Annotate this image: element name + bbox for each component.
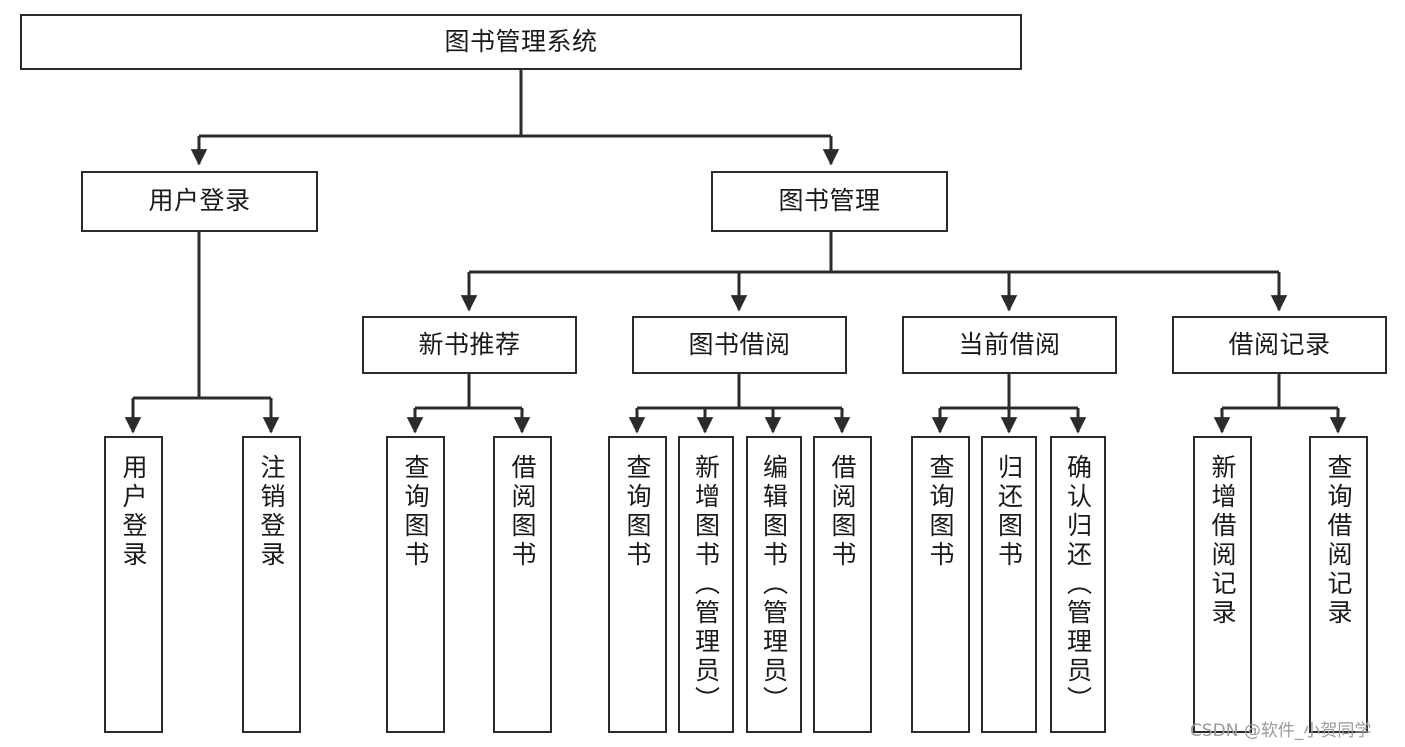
leaf-add-book-label: 新增图书（管理员） (691, 454, 721, 715)
leaf-borrow-book-2[interactable]: 借阅图书 (813, 436, 872, 733)
node-borrow-record[interactable]: 借阅记录 (1172, 316, 1387, 374)
leaf-query-borrow-record[interactable]: 查询借阅记录 (1309, 436, 1368, 733)
leaf-query-book-2-label: 查询图书 (623, 454, 652, 570)
node-book-borrow[interactable]: 图书借阅 (632, 316, 847, 374)
node-new-book-recommend[interactable]: 新书推荐 (362, 316, 577, 374)
leaf-edit-book-label: 编辑图书（管理员） (759, 454, 789, 715)
node-root[interactable]: 图书管理系统 (20, 14, 1022, 70)
leaf-confirm-return[interactable]: 确认归还（管理员） (1050, 436, 1106, 733)
leaf-user-logout-label: 注销登录 (257, 454, 286, 570)
leaf-borrow-book-1[interactable]: 借阅图书 (493, 436, 552, 733)
node-book-management[interactable]: 图书管理 (711, 171, 948, 232)
node-book-management-label: 图书管理 (778, 186, 881, 216)
node-new-book-recommend-label: 新书推荐 (418, 329, 521, 359)
leaf-user-login-label: 用户登录 (119, 454, 148, 570)
leaf-user-logout[interactable]: 注销登录 (242, 436, 301, 733)
leaf-query-book-3-label: 查询图书 (926, 454, 955, 570)
node-borrow-record-label: 借阅记录 (1228, 329, 1331, 359)
leaf-query-book-1[interactable]: 查询图书 (386, 436, 445, 733)
leaf-user-login[interactable]: 用户登录 (104, 436, 163, 733)
leaf-query-book-3[interactable]: 查询图书 (911, 436, 970, 733)
leaf-return-book-label: 归还图书 (994, 454, 1024, 570)
leaf-edit-book[interactable]: 编辑图书（管理员） (746, 436, 802, 733)
leaf-add-borrow-record[interactable]: 新增借阅记录 (1193, 436, 1252, 733)
leaf-query-book-2[interactable]: 查询图书 (608, 436, 667, 733)
leaf-borrow-book-1-label: 借阅图书 (508, 454, 537, 570)
node-root-label: 图书管理系统 (444, 26, 598, 56)
leaf-add-borrow-record-label: 新增借阅记录 (1208, 454, 1237, 628)
node-book-borrow-label: 图书借阅 (688, 329, 791, 359)
leaf-confirm-return-label: 确认归还（管理员） (1063, 454, 1093, 715)
leaf-query-book-1-label: 查询图书 (401, 454, 430, 570)
node-user-login[interactable]: 用户登录 (81, 171, 318, 232)
leaf-query-borrow-record-label: 查询借阅记录 (1324, 454, 1353, 628)
node-current-borrow-label: 当前借阅 (958, 329, 1061, 359)
node-user-login-label: 用户登录 (148, 186, 251, 216)
watermark: CSDN @软件_小贺同学 (1190, 721, 1372, 741)
node-current-borrow[interactable]: 当前借阅 (902, 316, 1117, 374)
leaf-return-book[interactable]: 归还图书 (981, 436, 1037, 733)
leaf-borrow-book-2-label: 借阅图书 (828, 454, 857, 570)
leaf-add-book[interactable]: 新增图书（管理员） (678, 436, 734, 733)
